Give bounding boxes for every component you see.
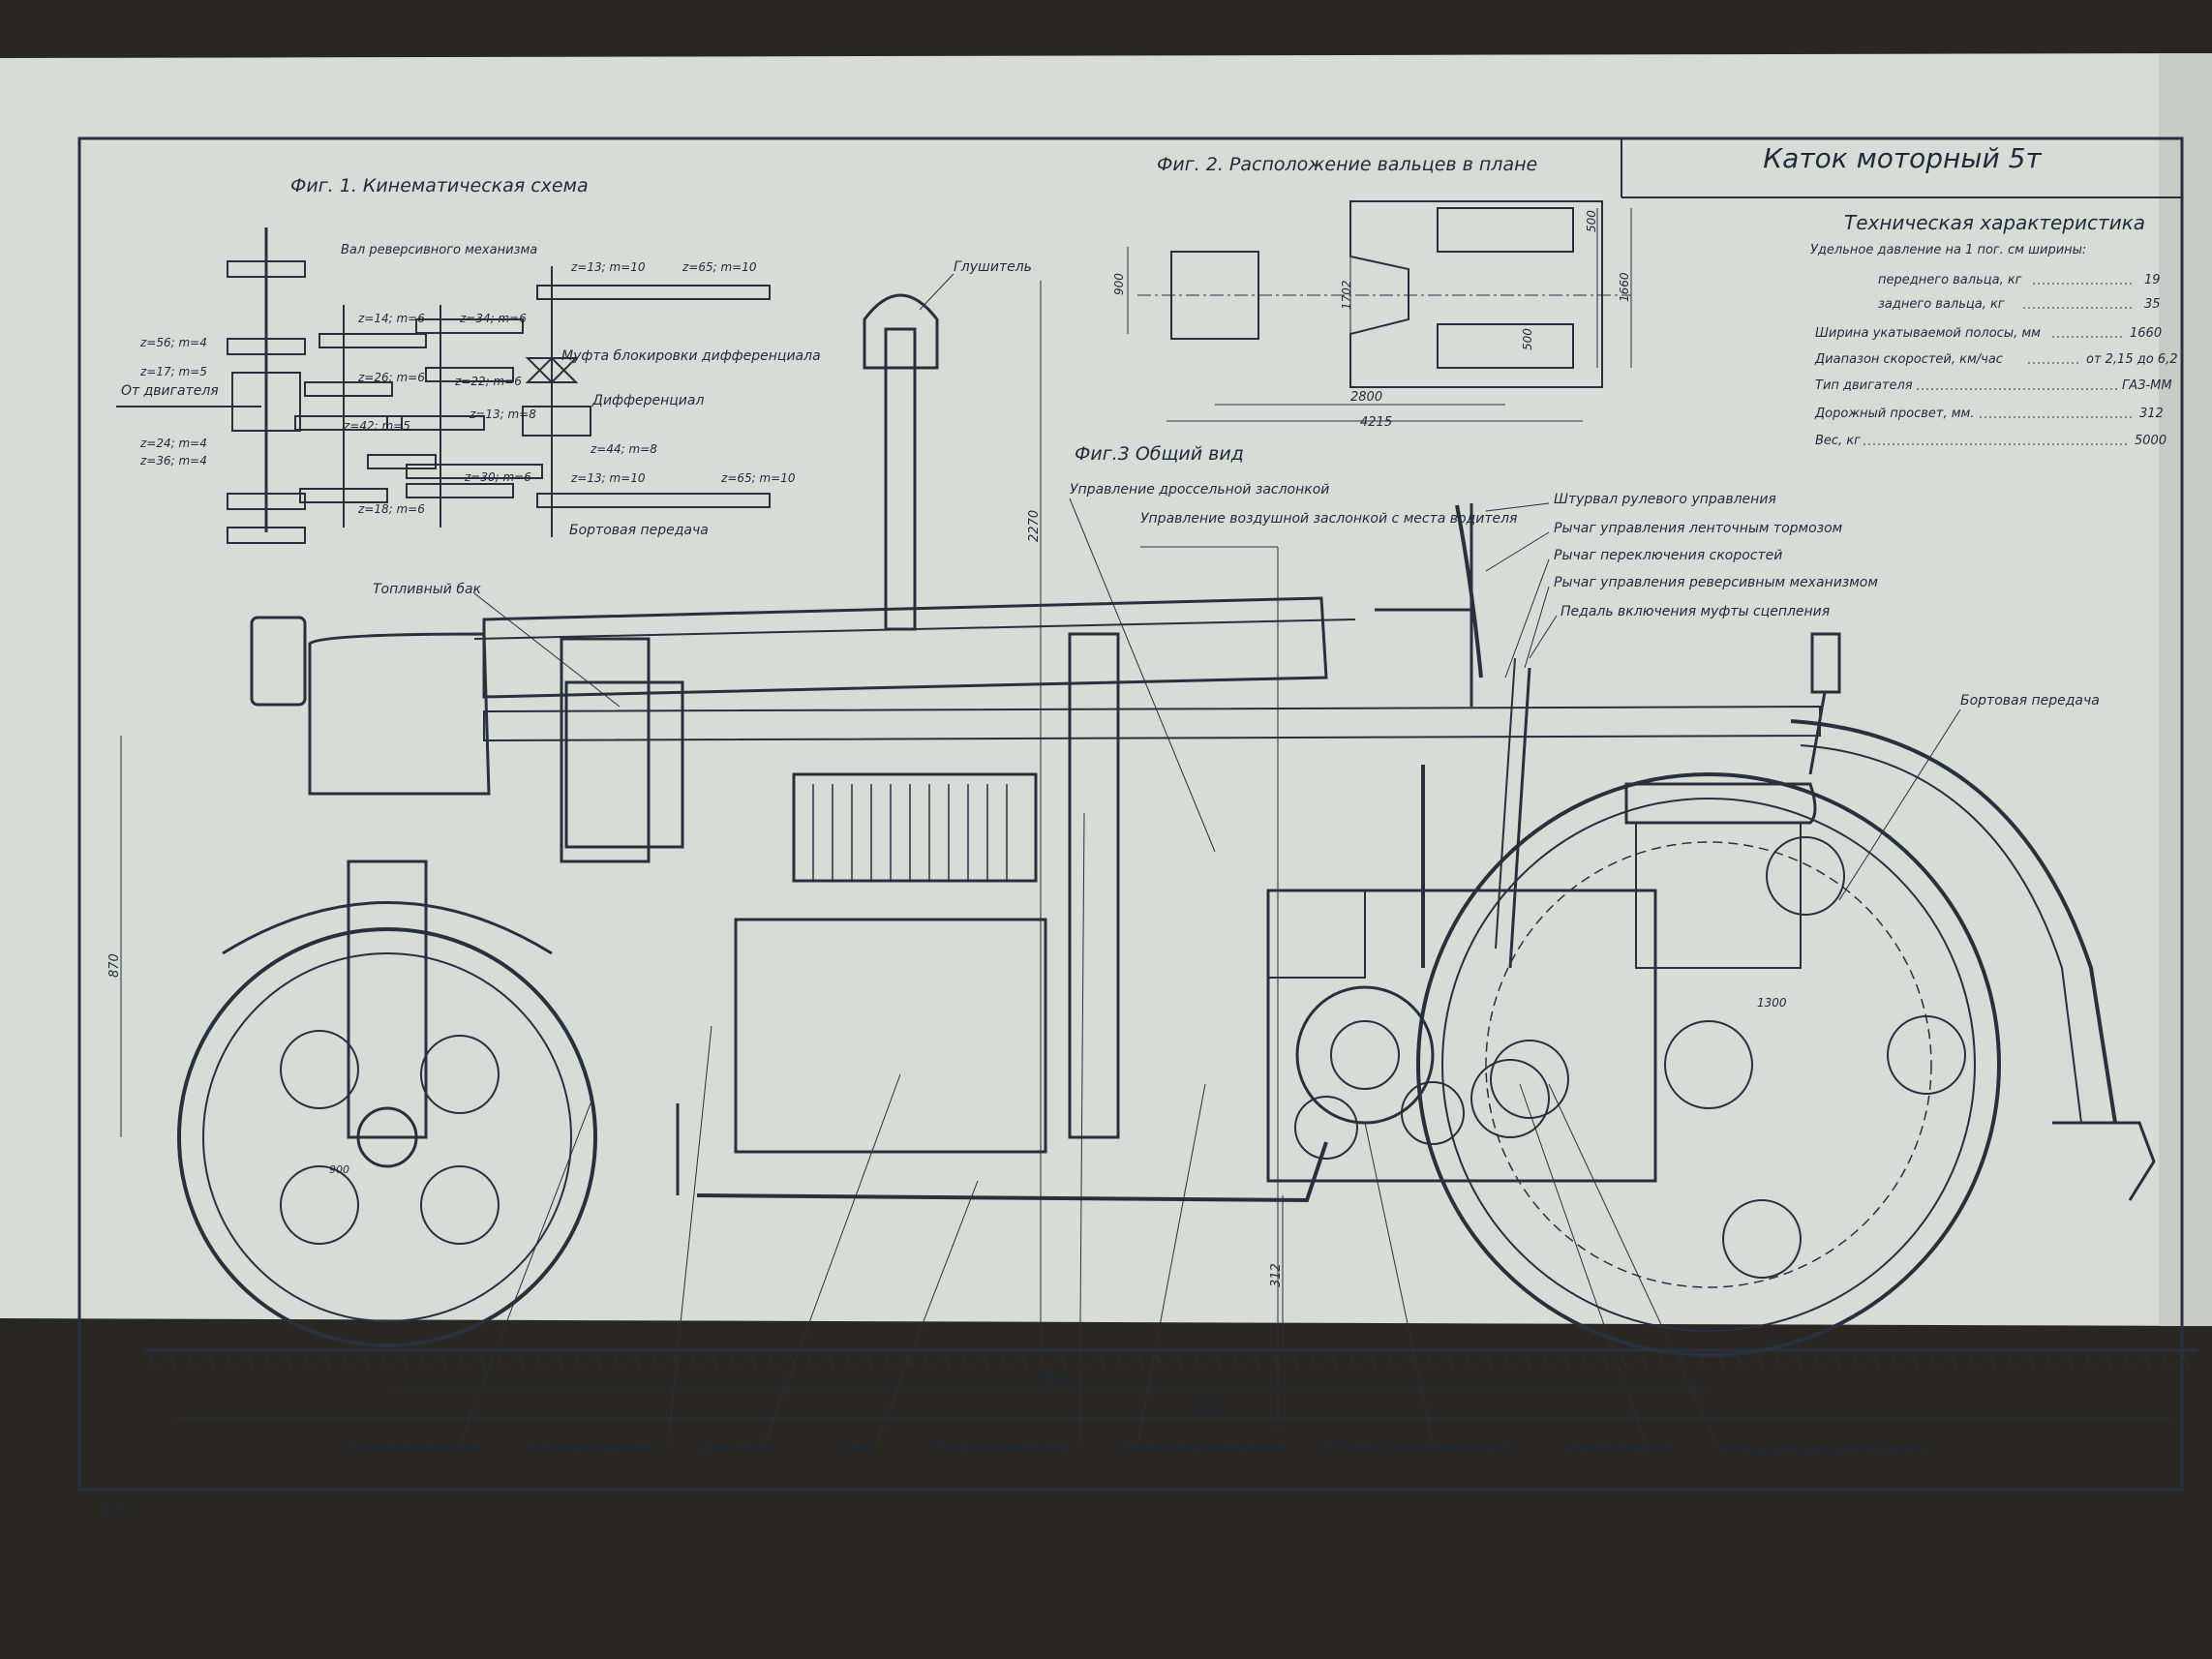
callout-air-damper: Управление воздушной заслонкой с места в… [1140,511,1517,527]
specs-title: Техническая характеристика [1844,211,2145,234]
page-curl-shadow [2159,53,2212,1326]
fig2-roller-plan: Фиг. 2. Расположение вальцев в плане 900… [1112,154,1632,430]
fig2-dim: 4215 [1360,415,1392,430]
sheet-title: Каток моторный 5т [1763,142,2042,174]
callout-bottom: Коробка перемены передач [1326,1439,1513,1454]
gear-label: z=24; m=4 [139,437,207,450]
spec-label: Тип двигателя [1815,378,1913,393]
spec-label: Вес, кг [1815,434,1861,448]
spec-row: Дорожный просвет, мм. 312 [1814,407,2164,421]
fig1-label-diff-lock: Муфта блокировки дифференциала [561,348,821,364]
fig3-dimensions: 2270 870 312 2800 4215 900 1300 [107,281,2173,1419]
callout-bottom: Воздухоочиститель [934,1440,1075,1456]
fig1-label-from-engine: От двигателя [121,383,219,399]
gear-label: z=26; m=6 [357,371,425,384]
callout-bottom: Реверсивный механизм [1118,1440,1287,1456]
callout-throttle: Управление дроссельной заслонкой [1070,482,1329,498]
front-roller [177,860,597,1347]
fig1-label-final-drive: Бортовая передача [569,523,709,538]
dim-height: 2270 [1027,510,1042,542]
gear-label: z=42; m=5 [343,419,410,433]
fig1-label-differential: Дифференциал [591,393,704,408]
callout-bottom: Дифференциал [1560,1440,1672,1456]
callout-bottom: Пусковой механизм [344,1440,486,1456]
fig2-dim: 500 [1521,328,1534,350]
callout-steering-wheel: Штурвал рулевого управления [1554,492,1776,507]
callout-fuel-tank: Топливный бак [373,582,482,597]
fig2-dim: 2800 [1350,390,1382,405]
fig3-general-view: Фиг.3 Общий вид [107,259,2197,1458]
page-number: 130 [102,1500,132,1519]
gear-label: z=44; m=8 [590,442,657,456]
spec-value: 35 [2144,297,2161,312]
spec-label: Диапазон скоростей, км/час [1814,352,2003,367]
specs-table: Техническая характеристика Удельное давл… [1810,211,2178,448]
ground-hatch [149,1354,2190,1368]
rear-roller [1416,719,2117,1357]
dim-length: 4215 [1191,1402,1226,1417]
callout-bottom: Установка динамо [528,1440,659,1456]
callout-reverse-lever: Рычаг управления реверсивным механизмом [1554,575,1878,590]
gear-label: z=65; m=10 [682,260,757,274]
paper-sheet [0,53,2212,1326]
drawing-frame [77,136,2184,1492]
dim-front-diameter: 900 [329,1163,349,1176]
fig3-bottom-callouts: Пусковой механизм Установка динамо Двига… [344,812,1926,1458]
gear-label: z=22; m=6 [454,375,522,388]
callout-muffler: Глушитель [954,259,1032,275]
dim-front-axle: 870 [107,953,122,978]
callout-bottom: Рама [840,1440,875,1456]
spec-row: Вес, кг 5000 [1815,434,2167,448]
gear-label: z=13; m=10 [570,260,646,274]
spec-row: Ширина укатываемой полосы, мм 1660 [1815,326,2162,341]
fig2-dim: 500 [1585,210,1598,232]
fig3-top-callouts: Глушитель Управление дроссельной заслонк… [373,259,2100,1428]
machine-body [250,293,2156,1203]
spec-value: ГАЗ-ММ [2122,378,2172,393]
spec-value: 19 [2144,273,2161,287]
spec-value: 312 [2139,407,2164,421]
spec-row: Тип двигателя ГАЗ-ММ [1815,378,2172,393]
spec-row: заднего вальца, кг 35 [1878,297,2161,312]
fig3-title: Фиг.3 Общий вид [1075,443,1244,465]
spec-value: 5000 [2135,434,2167,448]
gear-label: z=18; m=6 [357,502,425,516]
spec-label: Ширина укатываемой полосы, мм [1815,326,2041,341]
fig2-dim: 1702 [1340,280,1353,310]
specs-intro: Удельное давление на 1 пог. см ширины: [1810,243,2086,257]
gear-label: z=14; m=6 [357,312,425,325]
callout-bottom: Блокировка дифференциала [1718,1442,1926,1458]
spec-row: Диапазон скоростей, км/час от 2,15 до 6,… [1814,352,2178,367]
dim-rear-diameter: 1300 [1757,996,1787,1010]
callout-clutch-pedal: Педаль включения муфты сцепления [1561,604,1830,619]
spec-value: 1660 [2130,326,2162,341]
callout-bottom: Двигатель [696,1440,773,1456]
fig1-label-reverse-shaft: Вал реверсивного механизма [341,243,537,257]
fig1-title: Фиг. 1. Кинематическая схема [290,175,589,196]
gear-label: z=56; m=4 [139,336,207,349]
fig2-dim: 1660 [1618,272,1631,302]
spec-label: заднего вальца, кг [1878,297,2005,312]
gear-label: z=30; m=6 [464,470,531,484]
callout-band-brake: Рычаг управления ленточным тормозом [1554,521,1843,536]
spec-label: переднего вальца, кг [1878,273,2022,287]
callout-final-drive: Бортовая передача [1960,693,2100,709]
dim-clearance: 312 [1269,1263,1284,1287]
fig2-dim: 900 [1112,273,1126,295]
gear-label: z=13; m=8 [469,407,536,421]
fig2-title: Фиг. 2. Расположение вальцев в плане [1157,154,1537,175]
spec-row: переднего вальца, кг 19 [1878,273,2161,287]
spec-value: от 2,15 до 6,2 [2086,352,2178,367]
dim-wheelbase: 2800 [1031,1372,1066,1388]
spec-label: Дорожный просвет, мм. [1814,407,1974,421]
gear-label: z=36; m=4 [139,454,207,468]
fig1-kinematic-scheme: Фиг. 1. Кинематическая схема Вал реверси… [116,175,821,544]
gear-label: z=34; m=6 [459,312,527,325]
gear-label: z=13; m=10 [570,471,646,485]
gear-label: z=17; m=5 [139,365,207,378]
callout-gear-shift: Рычаг переключения скоростей [1554,548,1782,563]
title-block: Каток моторный 5т [1621,138,2182,198]
gear-label: z=65; m=10 [720,471,796,485]
